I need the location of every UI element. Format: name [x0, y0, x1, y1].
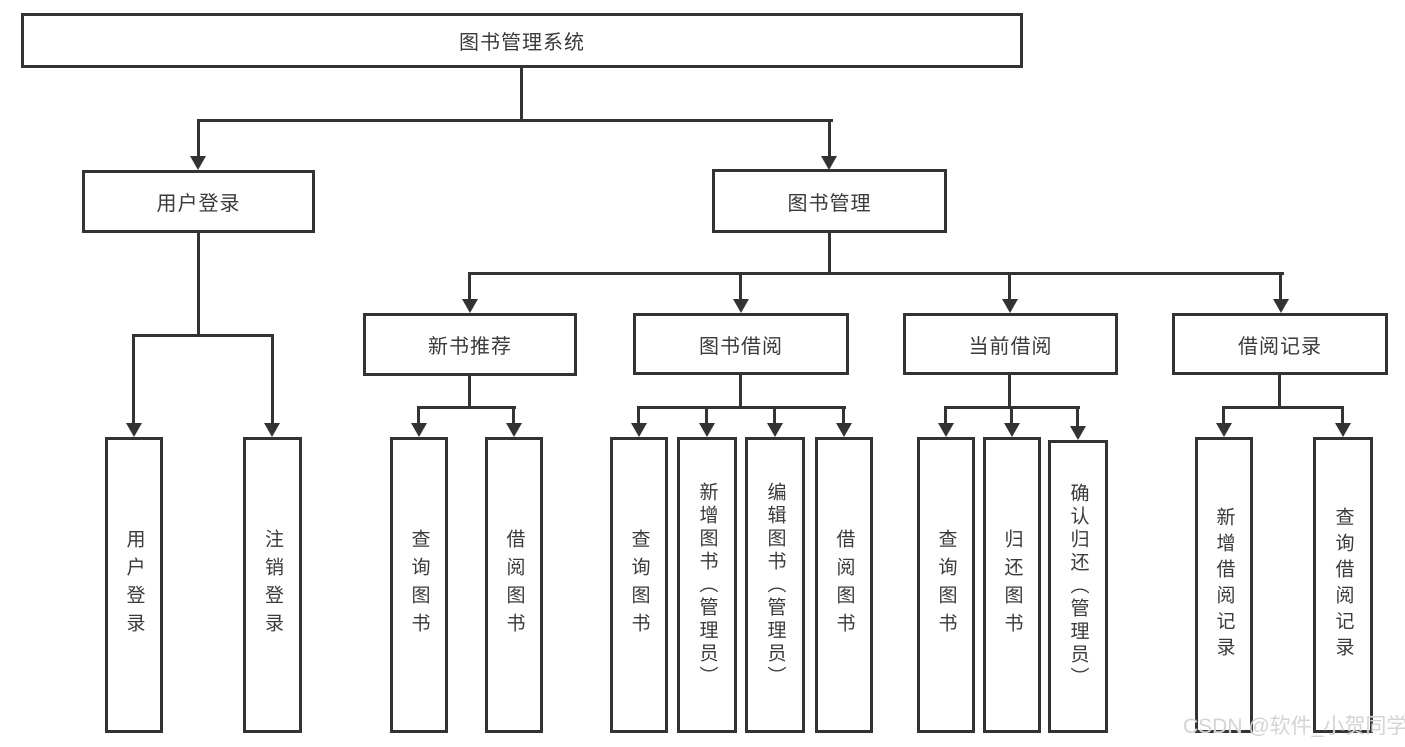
- root-node-library-management-system: 图书管理系统: [21, 13, 1023, 68]
- connector-vline: [1076, 406, 1079, 427]
- connector-hline: [132, 334, 274, 337]
- leaf-node-label: 查询借阅记录: [1332, 507, 1354, 663]
- connector-vline: [1278, 375, 1281, 408]
- group-node-borrowing-records: 借阅记录: [1172, 313, 1388, 375]
- branch-node-label: 用户登录: [156, 193, 241, 215]
- connector-vline: [468, 272, 471, 300]
- branch-node-user-login: 用户登录: [82, 170, 315, 233]
- arrowhead-down-icon: [767, 423, 783, 437]
- leaf-node-return-books: 归还图书: [983, 437, 1041, 733]
- group-node-label: 新书推荐: [428, 336, 512, 358]
- arrowhead-down-icon: [821, 156, 837, 170]
- leaf-node-label: 编辑图书（管理员）: [764, 481, 786, 689]
- branch-node-book-management: 图书管理: [712, 169, 947, 233]
- arrowhead-down-icon: [733, 299, 749, 313]
- leaf-node-query-books: 查询图书: [610, 437, 668, 733]
- arrowhead-down-icon: [631, 423, 647, 437]
- leaf-node-label: 新增图书（管理员）: [696, 481, 718, 689]
- group-node-new-book-recommendation: 新书推荐: [363, 313, 577, 376]
- root-node-label: 图书管理系统: [459, 32, 585, 54]
- connector-vline: [271, 334, 274, 424]
- csdn-watermark: CSDN @软件_小贺同学: [1183, 715, 1405, 738]
- leaf-node-borrow-books: 借阅图书: [815, 437, 873, 733]
- arrowhead-down-icon: [462, 299, 478, 313]
- leaf-node-label: 借阅图书: [503, 529, 525, 641]
- leaf-node-label: 新增借阅记录: [1213, 507, 1235, 663]
- connector-vline: [197, 233, 200, 337]
- connector-vline: [512, 406, 515, 424]
- connector-vline: [705, 406, 708, 424]
- connector-vline: [1008, 272, 1011, 300]
- arrowhead-down-icon: [699, 423, 715, 437]
- arrowhead-down-icon: [506, 423, 522, 437]
- arrowhead-down-icon: [190, 156, 206, 170]
- connector-vline: [132, 334, 135, 424]
- arrowhead-down-icon: [1002, 299, 1018, 313]
- leaf-node-query-borrow-record: 查询借阅记录: [1313, 437, 1373, 733]
- arrowhead-down-icon: [126, 423, 142, 437]
- connector-hline: [637, 406, 846, 409]
- connector-vline: [828, 233, 831, 275]
- leaf-node-borrow-books: 借阅图书: [485, 437, 543, 733]
- arrowhead-down-icon: [938, 423, 954, 437]
- leaf-node-label: 查询图书: [628, 529, 650, 641]
- arrowhead-down-icon: [1070, 426, 1086, 440]
- leaf-node-label: 注销登录: [262, 529, 283, 641]
- connector-hline: [197, 119, 833, 122]
- connector-vline: [739, 272, 742, 300]
- arrowhead-down-icon: [264, 423, 280, 437]
- connector-vline: [828, 119, 831, 158]
- connector-vline: [1279, 272, 1282, 300]
- arrowhead-down-icon: [1004, 423, 1020, 437]
- leaf-node-label: 查询图书: [935, 529, 957, 641]
- connector-vline: [417, 406, 420, 424]
- leaf-node-label: 查询图书: [408, 529, 430, 641]
- connector-vline: [1008, 375, 1011, 408]
- leaf-node-add-borrow-record: 新增借阅记录: [1195, 437, 1253, 733]
- leaf-node-add-books-admin: 新增图书（管理员）: [677, 437, 737, 733]
- leaf-node-label: 用户登录: [123, 529, 145, 641]
- leaf-node-query-books: 查询图书: [917, 437, 975, 733]
- connector-vline: [197, 119, 200, 158]
- arrowhead-down-icon: [1216, 423, 1232, 437]
- leaf-node-label: 确认归还（管理员）: [1067, 483, 1089, 690]
- leaf-node-confirm-return-admin: 确认归还（管理员）: [1048, 440, 1108, 733]
- group-node-label: 当前借阅: [968, 335, 1053, 358]
- leaf-node-user-login: 用户登录: [105, 437, 163, 733]
- connector-vline: [1341, 406, 1344, 424]
- connector-vline: [739, 375, 742, 408]
- connector-vline: [637, 406, 640, 424]
- arrowhead-down-icon: [1335, 423, 1351, 437]
- branch-node-label: 图书管理: [787, 192, 872, 215]
- leaf-node-label: 借阅图书: [833, 529, 855, 641]
- connector-vline: [842, 406, 845, 424]
- connector-vline: [1010, 406, 1013, 424]
- connector-hline: [417, 406, 516, 409]
- group-node-current-borrowing: 当前借阅: [903, 313, 1118, 375]
- connector-vline: [944, 406, 947, 424]
- leaf-node-logout: 注销登录: [243, 437, 302, 733]
- connector-vline: [1222, 406, 1225, 424]
- connector-vline: [468, 375, 471, 408]
- connector-hline: [1222, 406, 1344, 409]
- arrowhead-down-icon: [836, 423, 852, 437]
- arrowhead-down-icon: [411, 423, 427, 437]
- group-node-label: 图书借阅: [699, 335, 783, 358]
- group-node-book-borrowing: 图书借阅: [633, 313, 849, 375]
- connector-vline: [520, 68, 523, 122]
- arrowhead-down-icon: [1273, 299, 1289, 313]
- leaf-node-label: 归还图书: [1001, 529, 1023, 641]
- group-node-label: 借阅记录: [1238, 335, 1322, 358]
- connector-hline: [468, 272, 1284, 275]
- connector-vline: [773, 406, 776, 424]
- leaf-node-edit-books-admin: 编辑图书（管理员）: [745, 437, 805, 733]
- leaf-node-query-books: 查询图书: [390, 437, 448, 733]
